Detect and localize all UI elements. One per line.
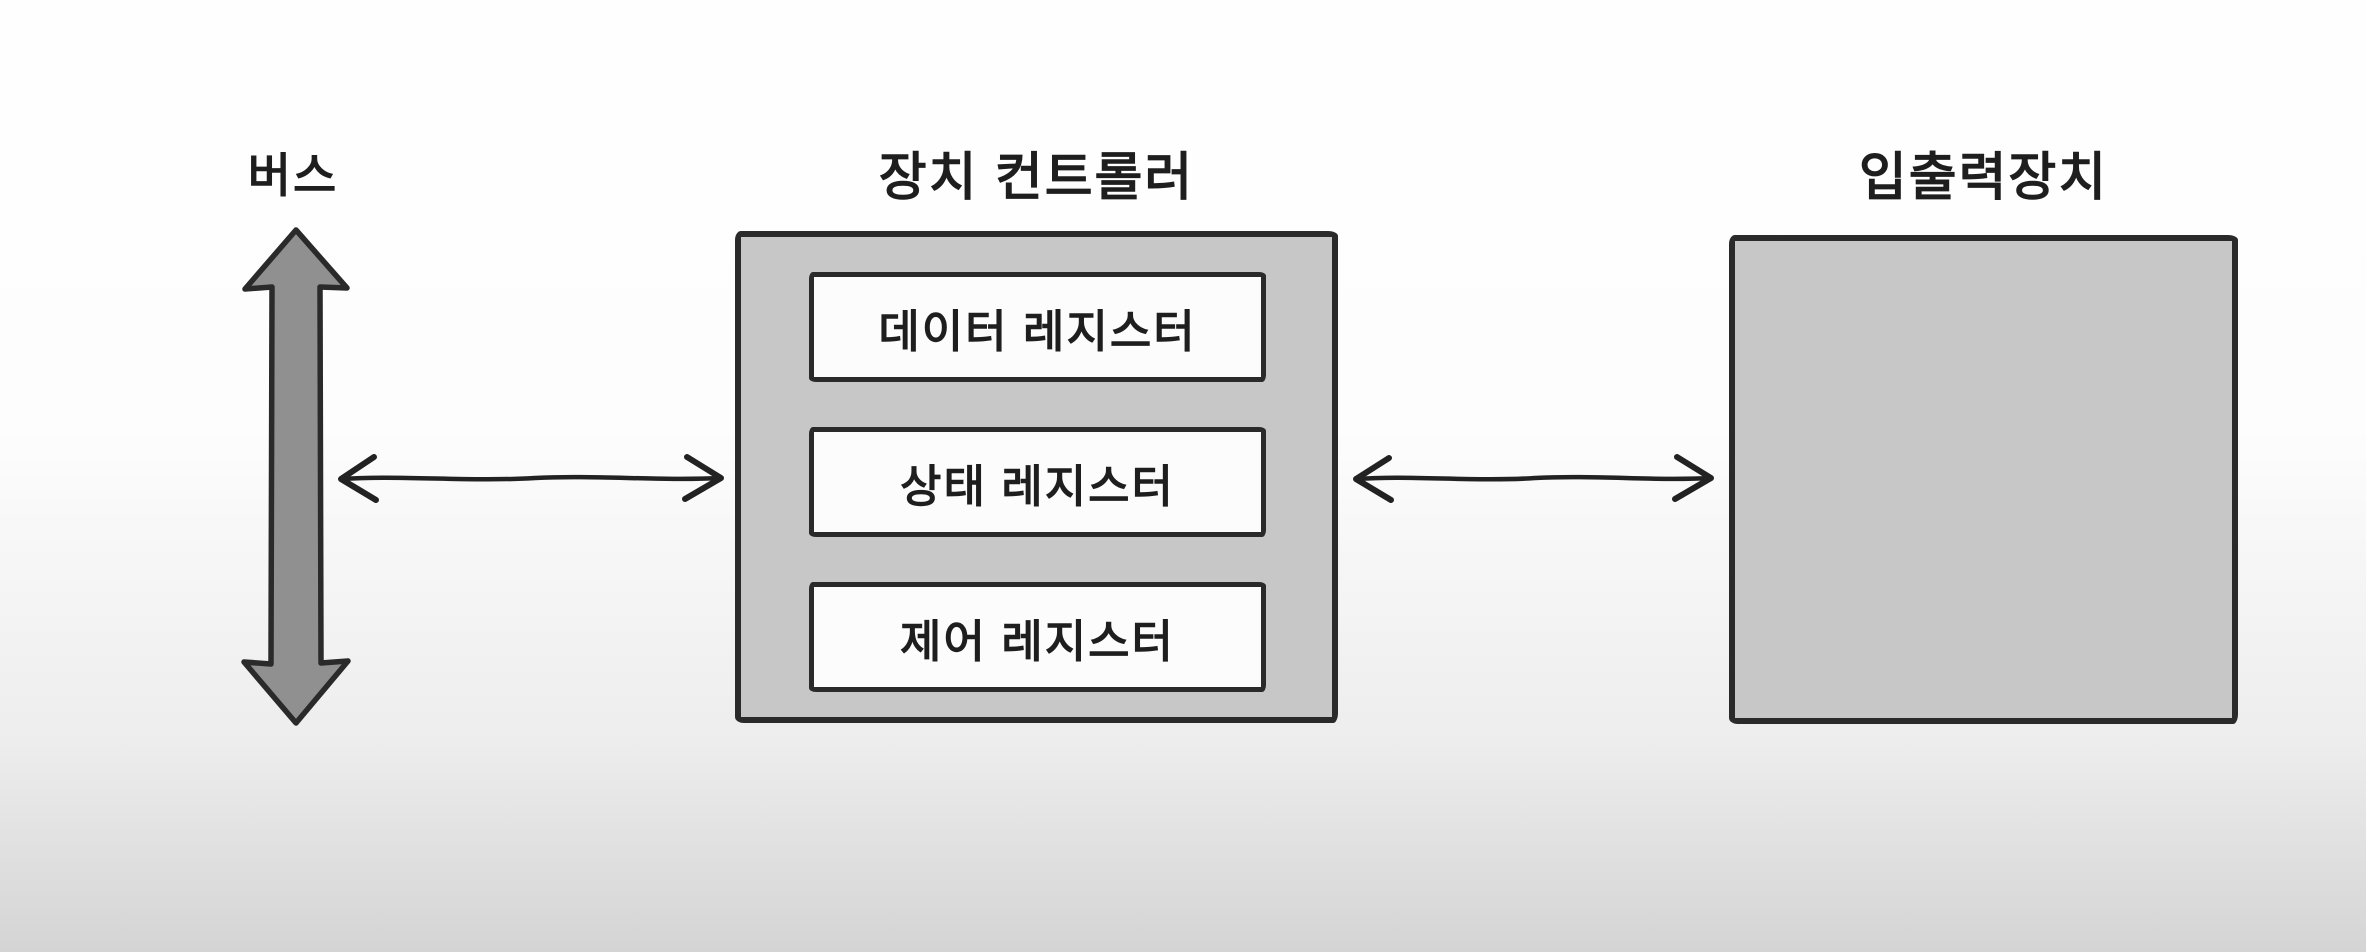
status-register-label: 상태 레지스터: [900, 460, 1175, 512]
data-register-label: 데이터 레지스터: [878, 305, 1197, 357]
arrow-line: [1354, 474, 1713, 482]
arrowhead-left: [1353, 455, 1394, 503]
bus-label: 버스: [247, 149, 339, 202]
status-register-box: 상태 레지스터: [809, 427, 1266, 537]
device-controller-box: 데이터 레지스터 상태 레지스터 제어 레지스터: [735, 231, 1338, 723]
control-register-box: 제어 레지스터: [809, 582, 1266, 692]
io-device-title: 입출력장치: [1858, 149, 2109, 207]
data-register-box: 데이터 레지스터: [809, 272, 1266, 382]
arrowhead-left: [338, 454, 379, 503]
bus-arrow-shape: [241, 227, 351, 726]
io-device-box: [1729, 235, 2238, 724]
arrowhead-right: [1672, 454, 1714, 502]
controller-to-io-double-arrow-icon: [1353, 454, 1714, 503]
bus-to-controller-double-arrow-icon: [338, 454, 724, 503]
arrow-line: [339, 474, 723, 482]
arrowhead-right: [682, 454, 724, 502]
device-controller-title: 장치 컨트롤러: [878, 149, 1195, 207]
bus-vertical-double-arrow-icon: [241, 227, 351, 726]
control-register-label: 제어 레지스터: [900, 615, 1175, 667]
